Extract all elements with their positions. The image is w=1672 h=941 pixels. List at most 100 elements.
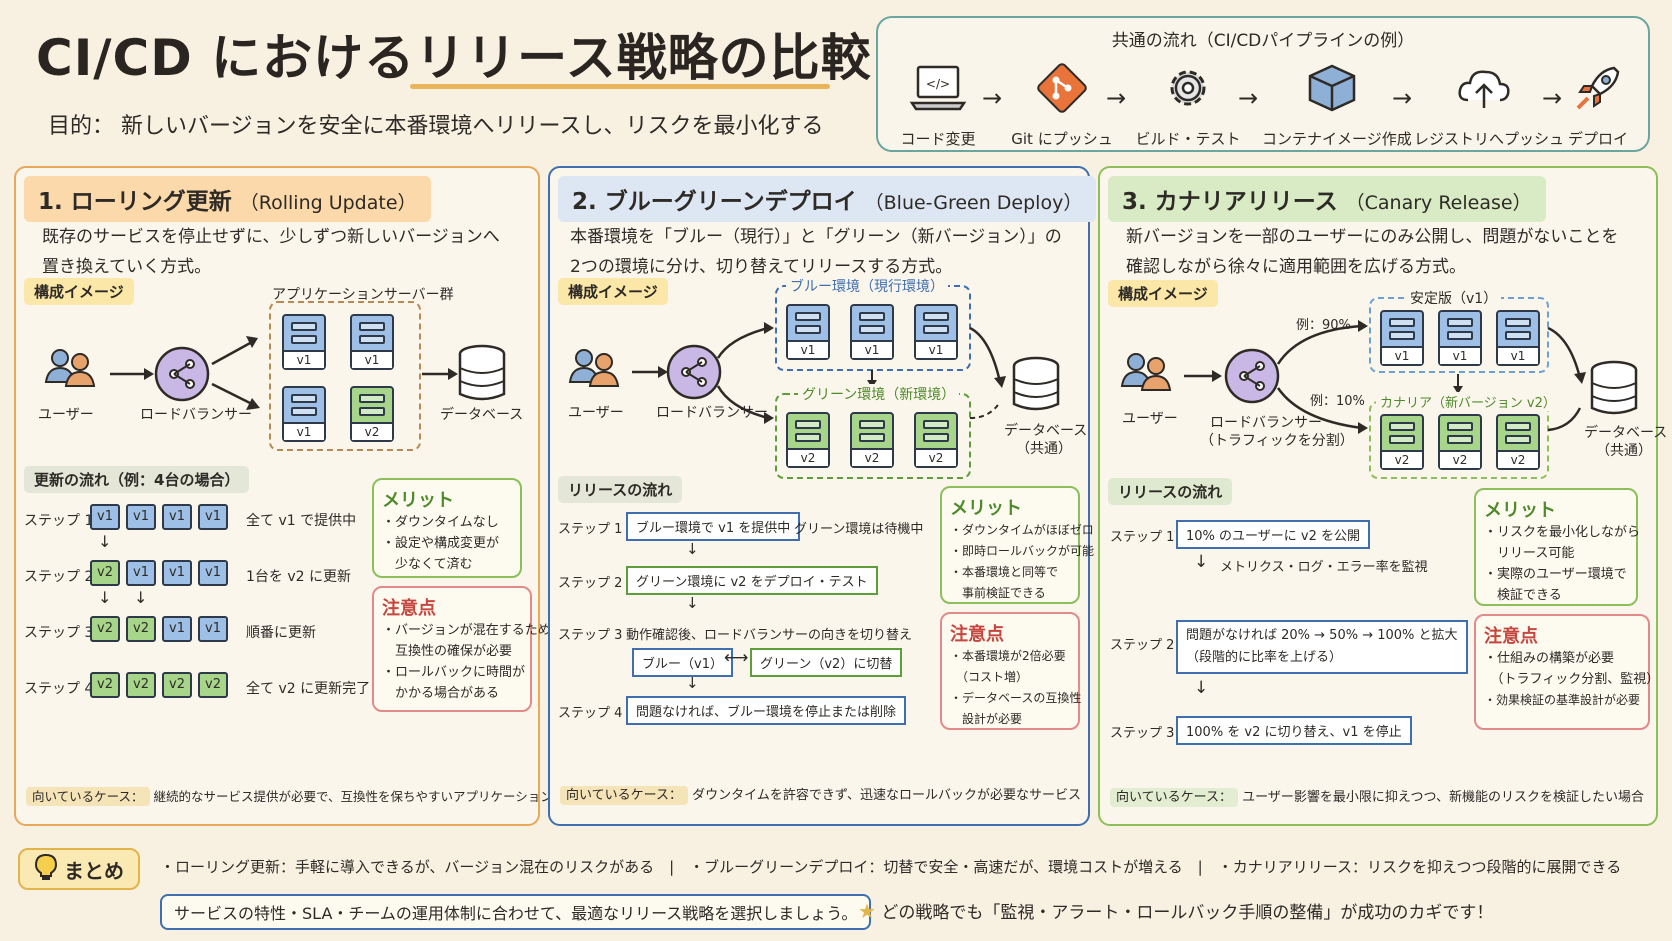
title-underline <box>410 84 830 89</box>
database-icon <box>1590 360 1638 415</box>
server-icon: v1 <box>350 314 394 370</box>
advice-box: サービスの特性・SLA・チームの運用体制に合わせて、最適なリリース戦略を選択しま… <box>160 894 872 930</box>
down-arrow-icon: ↓ <box>98 588 112 607</box>
step-label: ステップ 2 <box>24 569 94 585</box>
step-text: グリーン環境は待機中 <box>794 522 924 537</box>
canary-env-label: カナリア（新バージョン v2） <box>1376 392 1560 411</box>
db-label: データベース <box>1584 425 1668 441</box>
down-arrow-icon: ↓ <box>686 594 699 612</box>
flow-box: 100% を v2 に切り替え、v1 を停止 <box>1176 716 1412 745</box>
pipeline-step-container: コンテナイメージ作成 <box>1262 58 1412 149</box>
version-box: v1 <box>198 616 228 642</box>
step-label: ステップ 1 <box>1110 530 1175 545</box>
version-box: v2 <box>126 672 156 698</box>
step-label: ステップ 3 <box>24 625 94 641</box>
bluegreen-diagram <box>568 285 1060 479</box>
version-box: v1 <box>126 504 156 530</box>
load-balancer-icon <box>154 346 210 402</box>
pipeline-step-code: </> コード変更 <box>878 58 998 149</box>
stable-env-label: 安定版（v1） <box>1406 288 1502 308</box>
step-label: ステップ 1 <box>558 522 623 537</box>
purpose-text: 目的： 新しいバージョンを安全に本番環境へリリースし、リスクを最小化する <box>48 114 824 139</box>
tip-text: ★ どの戦略でも「監視・アラート・ロールバック手順の整備」が成功のカギです！ <box>858 899 1494 923</box>
step-text: 全て v2 に更新完了 <box>246 681 371 697</box>
lightbulb-icon <box>34 853 58 886</box>
rolling-title: 1. ローリング更新 （Rolling Update） <box>24 176 431 222</box>
server-icon: v1 <box>850 304 894 360</box>
server-icon: v2 <box>914 412 958 468</box>
canary-diagram <box>1120 297 1638 479</box>
flow-tag: リリースの流れ <box>1108 478 1233 505</box>
pipeline-label: Git にプッシュ <box>1011 130 1113 148</box>
pipeline-label: ビルド・テスト <box>1135 130 1241 148</box>
config-tag: 構成イメージ <box>558 278 668 305</box>
green-env-label: グリーン環境（新環境） <box>798 384 960 404</box>
laptop-icon: </> <box>878 58 998 118</box>
monitor-text: メトリクス・ログ・エラー率を監視 <box>1220 560 1428 575</box>
version-box: v2 <box>126 616 156 642</box>
server-icon: v2 <box>786 412 830 468</box>
pipeline-label: コード変更 <box>900 130 976 148</box>
down-arrow-icon: ↓ <box>1194 678 1209 698</box>
rolling-description: 既存のサービスを停止せずに、少しずつ新しいバージョンへ 置き換えていく方式。 <box>42 227 500 277</box>
lb-label-split: （トラフィックを分割） <box>1200 433 1354 449</box>
swap-arrow-icon: ⟷ <box>724 648 749 668</box>
canary-panel: 3. カナリアリリース （Canary Release） 新バージョンを一部のユ… <box>1098 166 1667 826</box>
users-icon <box>44 349 96 387</box>
cloud-upload-icon <box>1414 58 1554 118</box>
rolling-diagram <box>44 301 506 451</box>
use-case: 向いているケース： ユーザー影響を最小限に抑えつつ、新機能のリスクを検証したい場… <box>1110 786 1644 807</box>
pipeline-title: 共通の流れ（CI/CDパイプラインの例） <box>1111 31 1415 51</box>
users-icon <box>1120 353 1172 391</box>
step-text: 1台を v2 に更新 <box>246 569 351 585</box>
flow-tag: 更新の流れ（例：4台の場合） <box>24 466 250 493</box>
version-box: v2 <box>90 560 120 586</box>
pipeline-label: レジストリへプッシュ <box>1414 130 1565 148</box>
caution-box: 注意点 ・本番環境が2倍必要 （コスト増） ・データベースの互換性 設計が必要 <box>940 612 1081 730</box>
server-icon: v1 <box>1438 310 1482 366</box>
canary-title: 3. カナリアリリース （Canary Release） <box>1108 176 1546 222</box>
db-label: データベース <box>440 407 524 423</box>
step-label: ステップ 3 <box>558 628 623 643</box>
container-icon <box>1262 58 1402 118</box>
bluegreen-title: 2. ブルーグリーンデプロイ （Blue-Green Deploy） <box>558 176 1097 222</box>
canary-description: 新バージョンを一部のユーザーにのみ公開し、問題がないことを 確認しながら徐々に適… <box>1126 227 1619 277</box>
user-label: ユーザー <box>1122 411 1178 427</box>
step-label: ステップ 1 <box>24 513 94 529</box>
use-case: 向いているケース： 継続的なサービス提供が必要で、互換性を保ちやすいアプリケーシ… <box>26 786 553 806</box>
arrow-icon: → <box>1238 84 1259 112</box>
load-balancer-icon <box>666 344 722 400</box>
down-arrow-icon: ↓ <box>686 540 699 558</box>
server-icon: v1 <box>282 314 326 370</box>
version-box: v2 <box>90 672 120 698</box>
arrow-icon: → <box>1106 84 1127 112</box>
flow-box: 10% のユーザーに v2 を公開 <box>1176 520 1370 549</box>
server-icon: v1 <box>282 386 326 442</box>
flow-box: ブルー環境で v1 を提供中 <box>626 512 801 541</box>
flow-box: 問題なければ、ブルー環境を停止または削除 <box>626 696 907 725</box>
version-box: v2 <box>90 616 120 642</box>
step-label: ステップ 4 <box>24 681 94 697</box>
server-icon: v2 <box>850 412 894 468</box>
use-case: 向いているケース： ダウンタイムを許容できず、迅速なロールバックが必要なサービス <box>560 784 1081 805</box>
db-label: データベース <box>1004 423 1088 439</box>
bluegreen-description: 本番環境を「ブルー（現行）」と「グリーン（新バージョン）」の 2つの環境に分け、… <box>570 227 1062 277</box>
star-icon: ★ <box>858 899 876 923</box>
config-tag: 構成イメージ <box>24 278 134 305</box>
pipeline-step-registry: レジストリへプッシュ <box>1414 58 1565 149</box>
flow-box: グリーン環境に v2 をデプロイ・テスト <box>626 566 878 595</box>
flow-tag: リリースの流れ <box>558 476 683 503</box>
step-text: 全て v1 で提供中 <box>246 513 357 529</box>
flow-box: グリーン（v2）に切替 <box>750 648 903 677</box>
rolling-update-panel: 1. ローリング更新 （Rolling Update） 既存のサービスを停止せず… <box>14 166 553 826</box>
db-label-common: （共通） <box>1596 443 1652 459</box>
version-box: v1 <box>162 616 192 642</box>
arrow-icon: → <box>1392 84 1413 112</box>
summary-tag: まとめ <box>18 848 140 890</box>
database-icon <box>458 344 506 401</box>
flow-box: 問題がなければ 20% → 50% → 100% と拡大 （段階的に比率を上げる… <box>1176 620 1468 674</box>
version-box: v1 <box>90 504 120 530</box>
blue-env-label: ブルー環境（現行環境） <box>786 276 948 296</box>
lb-label: ロードバランサー <box>140 407 252 423</box>
config-tag: 構成イメージ <box>1108 280 1218 307</box>
